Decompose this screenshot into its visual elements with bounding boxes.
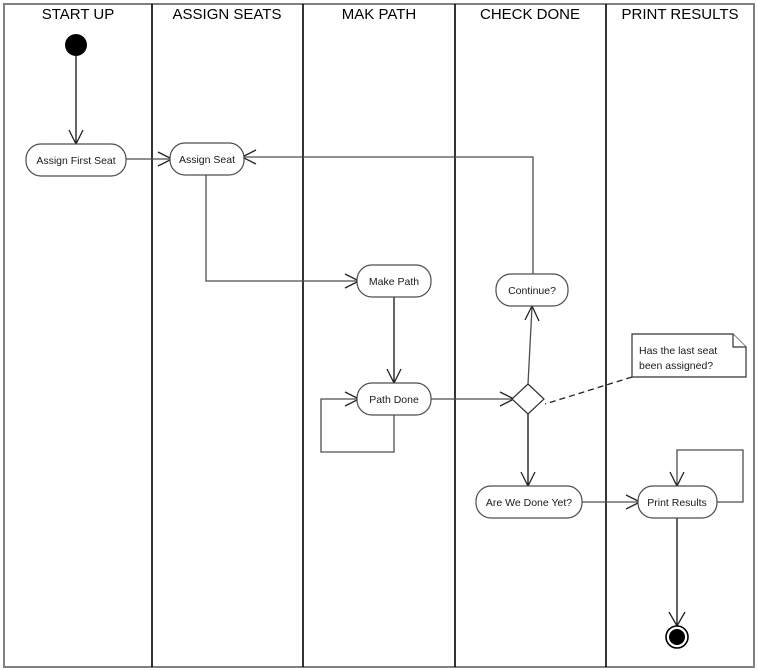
initial-node[interactable] (65, 34, 87, 56)
lane-title-mak-path: MAK PATH (342, 6, 416, 23)
edge-print-results-to-final (668, 518, 686, 628)
edge-make-path-to-path-done (386, 297, 402, 385)
action-label: Are We Done Yet? (486, 497, 572, 509)
action-assign-first-seat[interactable]: Assign First Seat (25, 143, 127, 177)
action-label: Assign First Seat (36, 155, 115, 167)
edge-are-we-done-yet-to-print-results (582, 494, 642, 510)
note-line-1: Has the last seat (639, 345, 717, 357)
action-label: Make Path (369, 276, 419, 288)
edge-path-done-to-decision (431, 391, 516, 407)
swimlane-dividers (151, 4, 607, 667)
action-label: Print Results (647, 497, 707, 509)
action-are-we-done-yet[interactable]: Are We Done Yet? (475, 485, 583, 519)
swimlane-headers: START UP ASSIGN SEATS MAK PATH CHECK DON… (42, 6, 739, 23)
edge-decision-to-continue (524, 304, 540, 385)
action-continue[interactable]: Continue? (495, 273, 569, 307)
action-print-results[interactable]: Print Results (637, 485, 718, 519)
action-assign-seat[interactable]: Assign Seat (169, 142, 245, 176)
action-label: Path Done (369, 394, 419, 406)
lane-title-check-done: CHECK DONE (480, 6, 580, 23)
action-label: Continue? (508, 285, 556, 297)
final-node[interactable] (665, 625, 689, 649)
note-last-seat[interactable]: Has the last seat been assigned? (631, 333, 747, 378)
diagram-frame (3, 3, 755, 668)
note-line-2: been assigned? (639, 360, 713, 372)
edge-assign-first-seat-to-assign-seat (126, 151, 174, 167)
action-label: Assign Seat (179, 154, 235, 166)
edge-decision-to-are-we-done-yet (520, 414, 536, 488)
lane-title-start-up: START UP (42, 6, 115, 23)
edge-note-anchor-to-decision (544, 376, 633, 405)
edge-continue-to-assign-seat (240, 149, 534, 274)
edge-initial-to-assign-first-seat (68, 56, 84, 146)
lane-title-print-results: PRINT RESULTS (622, 6, 739, 23)
edge-assign-seat-to-make-path (205, 175, 361, 289)
action-path-done[interactable]: Path Done (356, 382, 432, 416)
decision-node[interactable] (511, 383, 545, 415)
action-make-path[interactable]: Make Path (356, 264, 432, 298)
lane-title-assign-seats: ASSIGN SEATS (173, 6, 282, 23)
